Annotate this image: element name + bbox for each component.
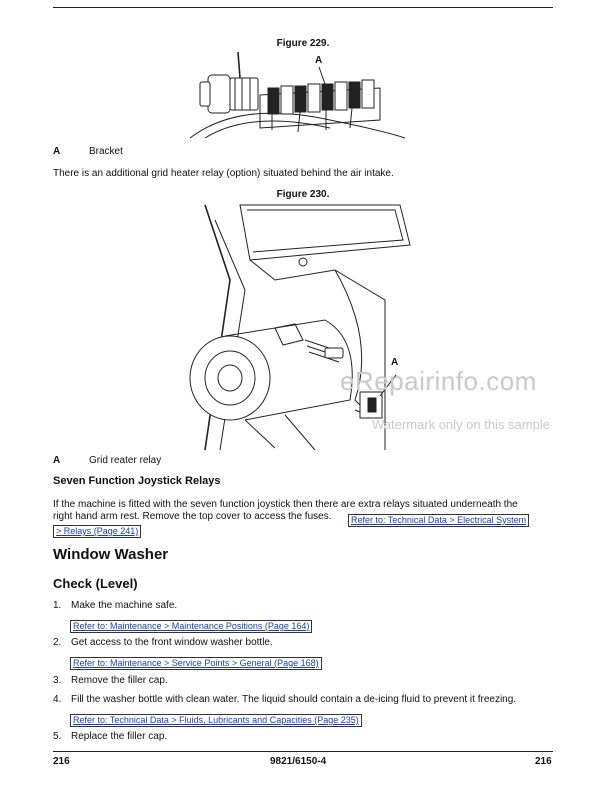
step-text: Get access to the front window washer bo… [71, 637, 273, 648]
footer-rule [53, 751, 553, 752]
relay-group [267, 79, 375, 115]
key2-letter: A [53, 455, 61, 466]
figure-229-caption: Figure 229. [276, 38, 330, 49]
seven-function-body-line2: right hand arm rest. Remove the top cove… [53, 511, 332, 522]
step-number: 1. [53, 600, 62, 611]
seven-function-xref-part1[interactable]: Refer to: Technical Data > Electrical Sy… [348, 514, 530, 527]
footer-page-left: 216 [53, 756, 70, 767]
seven-function-heading: Seven Function Joystick Relays [53, 475, 221, 487]
watermark-sub: Watermark only on this sample [372, 417, 550, 432]
step-ref-link[interactable]: Refer to: Maintenance > Service Points >… [70, 657, 322, 670]
step-number: 5. [53, 731, 62, 742]
key1-text: Bracket [89, 146, 123, 157]
grid-heater-note: There is an additional grid heater relay… [53, 168, 394, 179]
footer-doc-code: 9821/6150-4 [270, 756, 327, 767]
step-text: Make the machine safe. [71, 600, 178, 611]
check-level-heading: Check (Level) [53, 576, 138, 591]
key2-text: Grid reater relay [89, 455, 162, 466]
step-ref-link[interactable]: Refer to: Technical Data > Fluids, Lubri… [70, 714, 362, 727]
step-text: Remove the filler cap. [71, 675, 168, 686]
seven-function-body-line1: If the machine is fitted with the seven … [53, 499, 518, 510]
footer-page-right: 216 [535, 756, 552, 767]
step-number: 4. [53, 694, 62, 705]
figure-229-label-a: A [315, 55, 323, 66]
top-rule [53, 7, 553, 8]
figure-229-illustration [189, 51, 406, 139]
step-text: Replace the filler cap. [71, 731, 168, 742]
key1-letter: A [53, 146, 61, 157]
step-ref-link[interactable]: Refer to: Maintenance > Maintenance Posi… [70, 620, 313, 633]
step-number: 3. [53, 675, 62, 686]
figure-230-illustration [189, 204, 411, 450]
seven-function-xref-part2[interactable]: > Relays (Page 241) [53, 525, 142, 538]
step-number: 2. [53, 637, 62, 648]
watermark-main: eRepairinfo.com [340, 366, 537, 396]
step-text: Fill the washer bottle with clean water.… [71, 694, 517, 705]
window-washer-heading: Window Washer [53, 546, 169, 563]
figure-230-caption: Figure 230. [276, 189, 330, 200]
figure-230-label-a: A [391, 357, 399, 368]
